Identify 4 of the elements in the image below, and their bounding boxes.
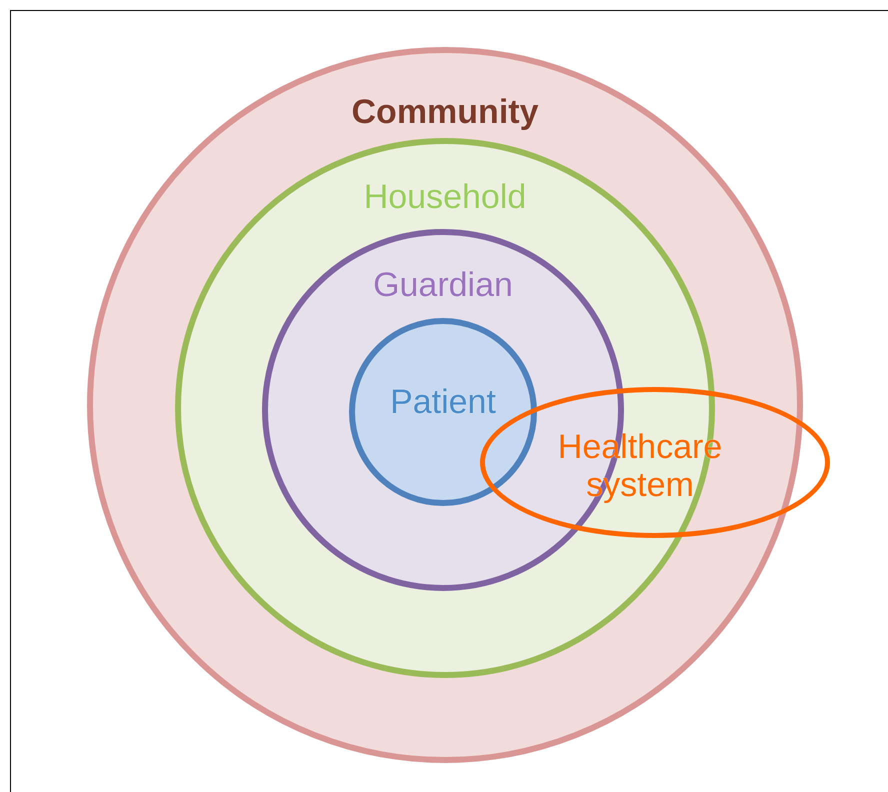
circle-label: Patient xyxy=(389,383,497,421)
circle-label: Community xyxy=(350,93,540,131)
circle-label: Guardian xyxy=(372,266,514,304)
circle-label: Household xyxy=(362,178,528,216)
